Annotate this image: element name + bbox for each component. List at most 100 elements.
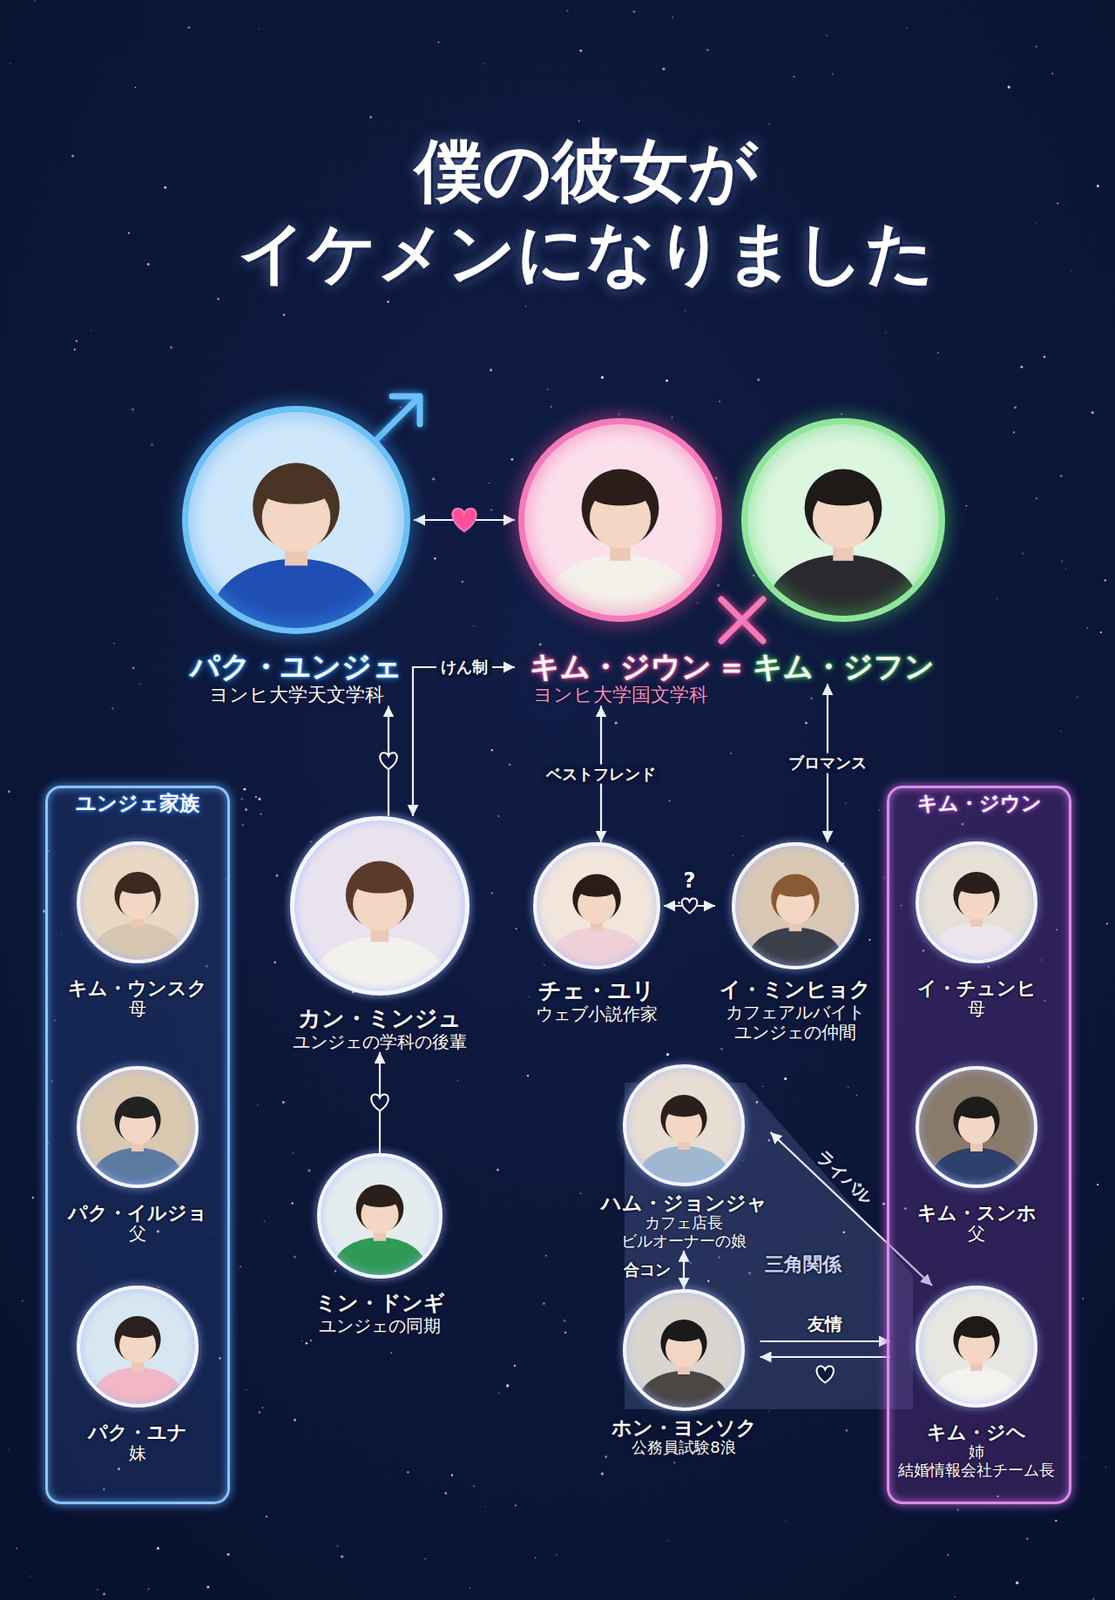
star bbox=[596, 1045, 598, 1047]
star bbox=[489, 368, 493, 372]
star bbox=[844, 802, 847, 805]
portrait-ring bbox=[534, 844, 659, 968]
star bbox=[954, 1596, 956, 1598]
star bbox=[1021, 552, 1024, 555]
portrait bbox=[290, 816, 470, 996]
relation-label: ライバル bbox=[811, 1146, 877, 1210]
star bbox=[451, 1473, 453, 1476]
star bbox=[245, 1389, 248, 1392]
relation-arrow bbox=[760, 1340, 892, 1343]
relation-label: 友情 bbox=[807, 1314, 843, 1335]
star bbox=[293, 1419, 297, 1422]
star bbox=[163, 186, 167, 190]
character-note: ユンジェの学科の後輩 bbox=[292, 1032, 467, 1053]
star bbox=[783, 1077, 787, 1081]
portrait bbox=[182, 405, 411, 635]
star bbox=[508, 763, 511, 766]
star bbox=[243, 788, 246, 791]
star bbox=[21, 1300, 24, 1303]
portrait-fringe bbox=[576, 881, 616, 898]
character-name: ミン・ドンギ bbox=[315, 1291, 446, 1317]
star bbox=[131, 407, 135, 411]
star bbox=[273, 960, 277, 964]
character-node: ホン・ヨンソク公務員試験8浪 bbox=[608, 1289, 761, 1458]
portrait-fringe bbox=[957, 1103, 995, 1119]
star bbox=[207, 1586, 210, 1589]
star bbox=[255, 796, 257, 798]
star bbox=[301, 1340, 303, 1342]
star bbox=[885, 331, 887, 333]
star bbox=[386, 300, 390, 304]
star bbox=[399, 406, 402, 409]
heart-symbol bbox=[816, 1366, 834, 1384]
star bbox=[7, 790, 11, 794]
star bbox=[189, 27, 191, 29]
star bbox=[469, 1587, 472, 1589]
star bbox=[187, 27, 190, 29]
star bbox=[706, 48, 709, 51]
star bbox=[1096, 184, 1100, 188]
portrait-fringe bbox=[360, 1192, 400, 1208]
star bbox=[337, 1545, 339, 1548]
star bbox=[1043, 355, 1047, 359]
character-name: ハム・ジョンジャ bbox=[601, 1191, 768, 1215]
portrait-fringe bbox=[118, 1323, 156, 1338]
star bbox=[261, 1406, 264, 1409]
star bbox=[307, 1169, 311, 1172]
star bbox=[684, 310, 686, 311]
star bbox=[515, 927, 518, 930]
star bbox=[135, 87, 137, 89]
star bbox=[547, 388, 549, 391]
portrait bbox=[317, 1153, 443, 1279]
star bbox=[258, 27, 260, 29]
star bbox=[240, 797, 244, 801]
character-node: イ・チュンヒ母 bbox=[912, 841, 1041, 1020]
star bbox=[550, 405, 552, 407]
star bbox=[946, 1554, 949, 1556]
star bbox=[673, 1461, 676, 1464]
star bbox=[75, 339, 78, 342]
star bbox=[580, 1193, 582, 1195]
character-node: キム・ジウンヨンヒ大学国文学科 bbox=[514, 418, 726, 706]
star bbox=[369, 115, 372, 119]
star bbox=[1065, 567, 1067, 569]
star bbox=[1060, 730, 1061, 732]
character-note: カフェ店長 ビルオーナーの娘 bbox=[618, 1214, 750, 1251]
star bbox=[956, 1508, 960, 1512]
star bbox=[140, 683, 142, 685]
character-node: ミン・ドンギユンジェの同期 bbox=[311, 1153, 449, 1337]
star bbox=[883, 877, 886, 879]
star bbox=[1106, 922, 1109, 925]
star bbox=[31, 1196, 34, 1199]
character-node: チェ・ユリウェブ小説作家 bbox=[529, 842, 664, 1025]
star bbox=[147, 263, 150, 266]
star bbox=[96, 1588, 98, 1590]
star bbox=[845, 1429, 848, 1432]
relation-arrow bbox=[760, 1356, 892, 1359]
star bbox=[257, 797, 261, 801]
portrait-ring bbox=[744, 421, 943, 620]
star bbox=[514, 1505, 517, 1507]
star bbox=[1056, 202, 1059, 204]
star bbox=[310, 1339, 312, 1342]
star bbox=[433, 557, 436, 560]
character-note: 母 bbox=[967, 999, 986, 1020]
star bbox=[1060, 474, 1063, 478]
panel-heading: キム・ジウン bbox=[889, 791, 1069, 815]
star bbox=[74, 348, 76, 351]
star bbox=[768, 1411, 770, 1413]
star bbox=[1070, 270, 1072, 271]
character-note: 公務員試験8浪 bbox=[631, 1439, 736, 1458]
star bbox=[291, 1202, 294, 1204]
character-note: 母 bbox=[128, 999, 147, 1020]
relation-label: けん制 bbox=[436, 657, 493, 678]
star bbox=[1054, 1520, 1057, 1522]
portrait bbox=[518, 418, 723, 622]
star bbox=[256, 1104, 258, 1106]
portrait-fringe bbox=[775, 881, 815, 898]
star bbox=[665, 379, 669, 383]
portrait-ring bbox=[624, 1066, 744, 1185]
equals-sign: ＝ bbox=[716, 649, 747, 684]
star bbox=[716, 583, 720, 587]
star bbox=[937, 351, 940, 354]
